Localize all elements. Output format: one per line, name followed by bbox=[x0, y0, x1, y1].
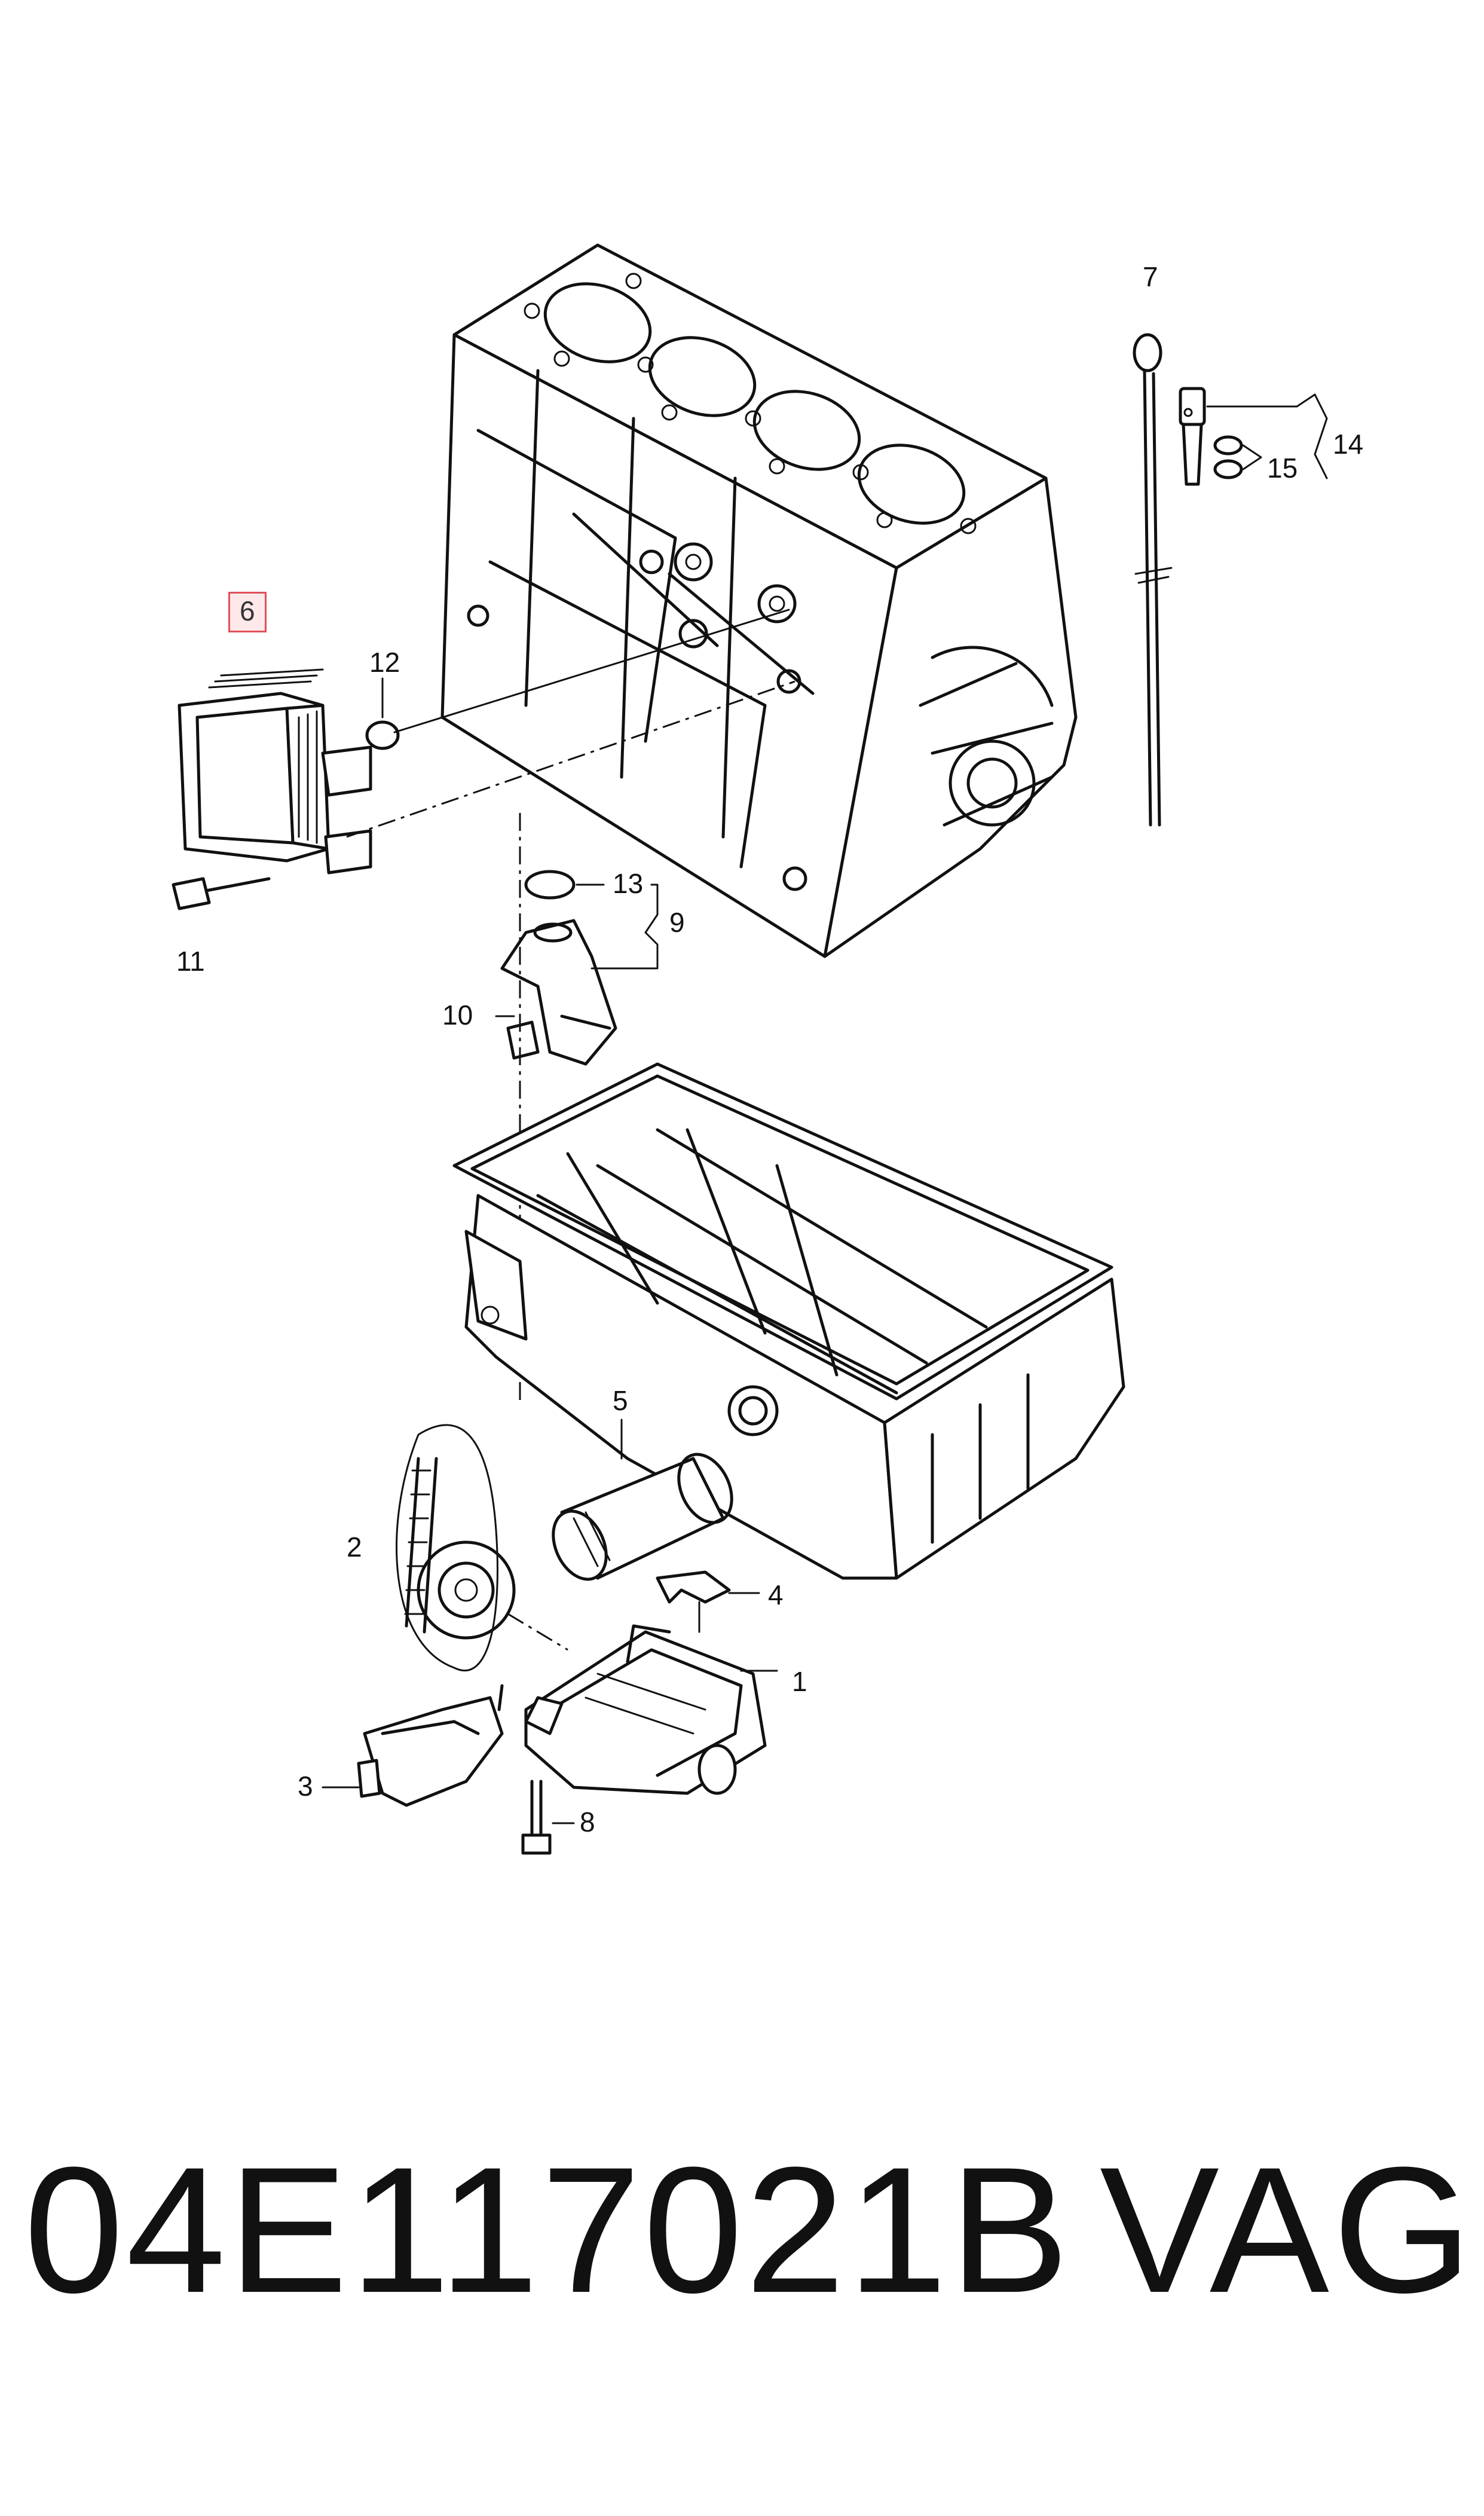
oil-cooler bbox=[178, 668, 372, 875]
exploded-parts-diagram: 1 2 3 4 5 6 7 8 9 10 11 12 13 14 15 bbox=[172, 243, 1364, 1855]
callout-15[interactable]: 15 bbox=[1267, 453, 1298, 484]
callout-12[interactable]: 12 bbox=[369, 647, 400, 678]
engine-block bbox=[440, 243, 1078, 958]
callout-1[interactable]: 1 bbox=[792, 1666, 807, 1697]
dipstick bbox=[1133, 333, 1173, 827]
part-number: 04E117021B bbox=[24, 2129, 1072, 2330]
oil-pickup bbox=[500, 870, 617, 1066]
engine-drawing bbox=[172, 243, 1328, 1855]
sprocket bbox=[417, 1540, 516, 1640]
timing-chain bbox=[396, 1424, 498, 1672]
oil-level-sensor bbox=[1179, 387, 1328, 486]
oil-filter bbox=[552, 1453, 733, 1581]
callout-4[interactable]: 4 bbox=[768, 1579, 784, 1610]
callout-9[interactable]: 9 bbox=[669, 907, 685, 938]
callout-2[interactable]: 2 bbox=[347, 1531, 362, 1563]
brand-label: VAG bbox=[1100, 2129, 1476, 2330]
callout-8[interactable]: 8 bbox=[580, 1806, 595, 1838]
callout-7[interactable]: 7 bbox=[1143, 261, 1158, 292]
callout-11[interactable]: 11 bbox=[176, 946, 205, 977]
seal-ring bbox=[365, 720, 400, 750]
bolt-8 bbox=[521, 1780, 552, 1855]
callout-6-highlighted[interactable]: 6 bbox=[228, 592, 267, 632]
chain-cover bbox=[357, 1684, 504, 1807]
oil-pump bbox=[524, 1624, 767, 1795]
bolt-11 bbox=[172, 877, 271, 910]
oil-pan bbox=[452, 1062, 1125, 1580]
callout-13[interactable]: 13 bbox=[613, 868, 644, 899]
clip bbox=[656, 1570, 731, 1604]
footer: 04E117021B VAG bbox=[24, 2129, 1472, 2337]
callout-10[interactable]: 10 bbox=[442, 999, 473, 1031]
callout-5[interactable]: 5 bbox=[613, 1385, 628, 1416]
callout-3[interactable]: 3 bbox=[298, 1771, 313, 1802]
callout-14[interactable]: 14 bbox=[1333, 429, 1364, 460]
